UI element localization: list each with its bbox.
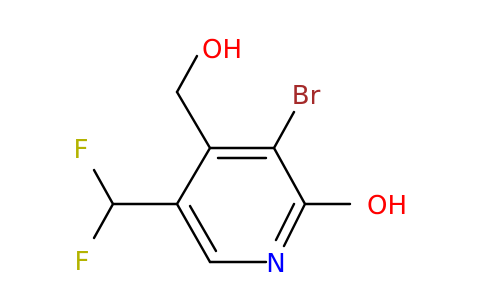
atom-label-bromine: Br: [292, 81, 321, 111]
atom-label-hydroxyl-top: OH: [202, 35, 242, 65]
bond-c2-n-inner: [274, 202, 296, 242]
bond-c4-ch2: [175, 90, 212, 150]
bond-c6-c5-inner: [188, 204, 218, 253]
bond-chf2-f-bottom: [92, 202, 115, 240]
bond-c2-n: [282, 202, 307, 248]
bond-c3-c2: [272, 146, 307, 206]
atom-label-nitrogen: N: [266, 249, 285, 279]
atom-label-fluorine-top: F: [74, 135, 89, 165]
bond-chf2-f-top: [92, 168, 115, 206]
bond-c6-c5: [175, 202, 212, 264]
bond-ch2-oh: [175, 54, 199, 94]
atom-label-fluorine-bottom: F: [75, 247, 90, 277]
bond-c5-c4: [175, 146, 212, 206]
atom-label-hydroxyl-right: OH: [367, 191, 407, 221]
bond-c3-br: [272, 110, 296, 150]
